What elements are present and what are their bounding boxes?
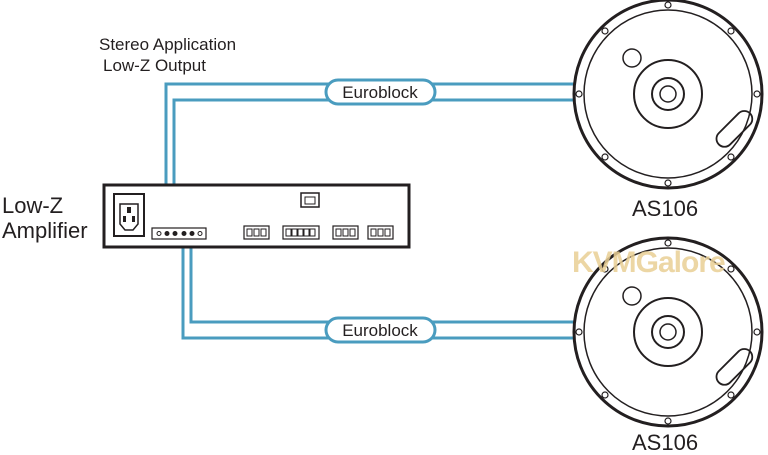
speaker-output-terminal <box>151 227 207 240</box>
stereo-output-label-line2: Low-Z Output <box>103 56 206 75</box>
amplifier-label-line1: Low-Z <box>2 193 64 218</box>
euroblock-label-bottom: Euroblock <box>342 321 418 340</box>
euroblock-pill-bottom <box>324 316 437 344</box>
speaker-top-icon <box>572 0 764 190</box>
euroblock-label-top: Euroblock <box>342 83 418 102</box>
amplifier-label-line2: Amplifier <box>2 218 88 243</box>
terminal-block-2 <box>282 225 320 240</box>
amplifier-unit <box>102 183 411 249</box>
terminal-block-1 <box>243 225 270 240</box>
kvmgalore-watermark: KVMGalore <box>572 246 726 279</box>
power-inlet-icon <box>113 193 145 237</box>
speaker-bottom-label: AS106 <box>632 430 699 455</box>
terminal-block-4 <box>367 225 394 240</box>
terminal-block-3 <box>332 225 359 240</box>
euroblock-pill-top <box>324 78 437 106</box>
speaker-bottom-icon <box>572 236 764 428</box>
speaker-top-label: AS106 <box>632 196 699 221</box>
cable-bottom <box>181 238 580 340</box>
ethernet-port-icon <box>300 192 320 208</box>
stereo-output-label-line1: Stereo Application <box>99 35 237 54</box>
